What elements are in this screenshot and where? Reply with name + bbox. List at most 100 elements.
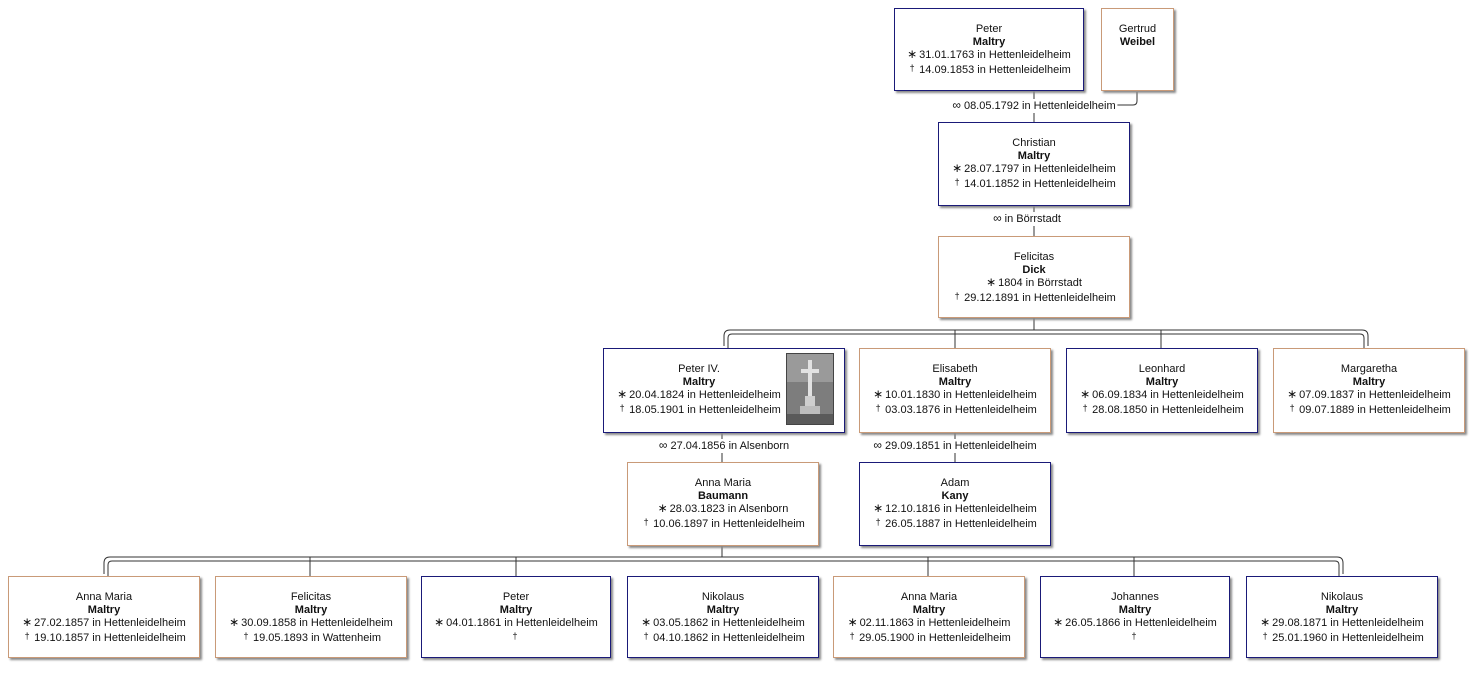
marriage-label: ∞29.09.1851 in Hettenleidelheim [871, 439, 1039, 453]
birth-line: ∗28.07.1797 in Hettenleidelheim [939, 162, 1129, 176]
birth-line: ∗07.09.1837 in Hettenleidelheim [1274, 388, 1464, 402]
person-card-margaretha-maltry[interactable]: Margaretha Maltry ∗07.09.1837 in Hettenl… [1273, 348, 1465, 433]
birth-icon: ∗ [873, 501, 884, 515]
death-line: †19.05.1893 in Wattenheim [216, 630, 406, 645]
first-name: Peter IV. [678, 363, 720, 375]
person-card-leonhard-maltry[interactable]: Leonhard Maltry ∗06.09.1834 in Hettenlei… [1066, 348, 1258, 433]
death-line: † 14.01.1852 in Hettenleidelheim [939, 176, 1129, 191]
death-date-place: 04.10.1862 in Hettenleidelheim [653, 631, 805, 644]
birth-line: ∗26.05.1866 in Hettenleidelheim [1041, 616, 1229, 630]
death-date-place: 03.03.1876 in Hettenleidelheim [885, 403, 1037, 416]
person-card-anna-maria-maltry-1863[interactable]: Anna Maria Maltry ∗02.11.1863 in Hettenl… [833, 576, 1025, 658]
last-name: Kany [941, 489, 969, 502]
death-date-place: 14.01.1852 in Hettenleidelheim [964, 177, 1116, 190]
person-card-anna-maria-maltry-1857[interactable]: Anna Maria Maltry ∗27.02.1857 in Hettenl… [8, 576, 200, 658]
birth-date-place: 06.09.1834 in Hettenleidelheim [1092, 389, 1244, 401]
gravestone-cross-photo[interactable] [786, 353, 834, 425]
birth-line: ∗02.11.1863 in Hettenleidelheim [834, 616, 1024, 630]
birth-date-place: 27.02.1857 in Hettenleidelheim [34, 617, 186, 629]
death-date-place: 26.05.1887 in Hettenleidelheim [885, 517, 1037, 530]
person-card-felicitas-maltry-1858[interactable]: Felicitas Maltry ∗30.09.1858 in Hettenle… [215, 576, 407, 658]
death-icon: † [954, 176, 960, 187]
first-name: Peter [975, 23, 1003, 35]
death-line: †09.07.1889 in Hettenleidelheim [1274, 402, 1464, 417]
birth-icon: ∗ [22, 615, 33, 629]
death-date-place: 09.07.1889 in Hettenleidelheim [1299, 403, 1451, 416]
first-name: Nikolaus [701, 591, 745, 603]
death-icon: † [643, 516, 649, 527]
death-icon: † [643, 630, 649, 641]
person-card-nikolaus-maltry-1862[interactable]: Nikolaus Maltry ∗03.05.1862 in Hettenlei… [627, 576, 819, 658]
birth-icon: ∗ [986, 275, 997, 289]
death-date-place: 19.10.1857 in Hettenleidelheim [34, 631, 186, 644]
birth-icon: ∗ [434, 615, 445, 629]
birth-date-place: 28.07.1797 in Hettenleidelheim [964, 163, 1116, 175]
birth-line: ∗03.05.1862 in Hettenleidelheim [628, 616, 818, 630]
last-name: Maltry [1145, 375, 1179, 388]
marriage-date-place: 08.05.1792 in Hettenleidelheim [963, 100, 1116, 112]
birth-date-place: 07.09.1837 in Hettenleidelheim [1299, 389, 1451, 401]
death-icon: † [243, 630, 249, 641]
marriage-date-place: 29.09.1851 in Hettenleidelheim [884, 440, 1037, 452]
death-date-place: 28.08.1850 in Hettenleidelheim [1092, 403, 1244, 416]
birth-date-place: 31.01.1763 in Hettenleidelheim [919, 49, 1071, 61]
first-name: Felicitas [290, 591, 332, 603]
last-name: Maltry [912, 603, 946, 616]
death-line: † [422, 630, 610, 645]
person-card-elisabeth-maltry[interactable]: Elisabeth Maltry ∗10.01.1830 in Hettenle… [859, 348, 1051, 433]
birth-line: ∗27.02.1857 in Hettenleidelheim [9, 616, 199, 630]
last-name: Weibel [1119, 35, 1156, 48]
death-line: † [1041, 630, 1229, 645]
birth-icon: ∗ [1287, 387, 1298, 401]
first-name: Elisabeth [932, 363, 978, 375]
person-card-peter-maltry-1861[interactable]: Peter Maltry ∗04.01.1861 in Hettenleidel… [421, 576, 611, 658]
birth-line: ∗29.08.1871 in Hettenleidelheim [1247, 616, 1437, 630]
marriage-label: ∞27.04.1856 in Alsenborn [656, 439, 792, 453]
first-name: Gertrud [1118, 23, 1157, 35]
death-line: † 04.10.1862 in Hettenleidelheim [628, 630, 818, 645]
marriage-icon: ∞ [952, 98, 961, 112]
last-name: Dick [1022, 263, 1046, 276]
birth-icon: ∗ [1260, 615, 1271, 629]
last-name: Maltry [1118, 603, 1152, 616]
person-card-nikolaus-maltry-1871[interactable]: Nikolaus Maltry ∗29.08.1871 in Hettenlei… [1246, 576, 1438, 658]
first-name: Leonhard [1138, 363, 1186, 375]
last-name: Maltry [294, 603, 328, 616]
person-card-felicitas-dick[interactable]: Felicitas Dick ∗1804 in Börrstadt †29.12… [938, 236, 1130, 318]
birth-icon: ∗ [617, 387, 628, 401]
birth-icon: ∗ [641, 615, 652, 629]
person-card-peter-maltry-1763[interactable]: Peter Maltry ∗31.01.1763 in Hettenleidel… [894, 8, 1084, 91]
birth-line: ∗28.03.1823 in Alsenborn [628, 502, 818, 516]
death-line: †18.05.1901 in Hettenleidelheim [604, 402, 794, 417]
death-line: † 26.05.1887 in Hettenleidelheim [860, 516, 1050, 531]
person-card-johannes-maltry-1866[interactable]: Johannes Maltry ∗26.05.1866 in Hettenlei… [1040, 576, 1230, 658]
person-card-gertrud-weibel[interactable]: Gertrud Weibel [1101, 8, 1174, 91]
death-line: †03.03.1876 in Hettenleidelheim [860, 402, 1050, 417]
birth-date-place: 04.01.1861 in Hettenleidelheim [446, 617, 598, 629]
birth-line: ∗1804 in Börrstadt [939, 276, 1129, 290]
first-name: Johannes [1111, 591, 1159, 603]
death-date-place: 25.01.1960 in Hettenleidelheim [1272, 631, 1424, 644]
birth-icon: ∗ [1053, 615, 1064, 629]
birth-line: ∗31.01.1763 in Hettenleidelheim [895, 48, 1083, 62]
birth-icon: ∗ [1080, 387, 1091, 401]
marriage-label: ∞in Börrstadt [991, 212, 1063, 226]
last-name: Maltry [1325, 603, 1359, 616]
person-card-adam-kany[interactable]: Adam Kany ∗12.10.1816 in Hettenleidelhei… [859, 462, 1051, 546]
last-name: Maltry [1352, 375, 1386, 388]
death-line: †25.01.1960 in Hettenleidelheim [1247, 630, 1437, 645]
birth-date-place: 1804 in Börrstadt [998, 277, 1082, 289]
death-line: †29.05.1900 in Hettenleidelheim [834, 630, 1024, 645]
birth-date-place: 29.08.1871 in Hettenleidelheim [1272, 617, 1424, 629]
person-card-anna-maria-baumann[interactable]: Anna Maria Baumann ∗28.03.1823 in Alsenb… [627, 462, 819, 546]
last-name: Maltry [938, 375, 972, 388]
death-icon: † [875, 516, 881, 527]
death-line: †14.09.1853 in Hettenleidelheim [895, 62, 1083, 77]
death-icon: † [1082, 402, 1088, 413]
birth-icon: ∗ [657, 501, 668, 515]
person-card-peter-iv-maltry[interactable]: Peter IV. Maltry ∗20.04.1824 in Hettenle… [603, 348, 845, 433]
birth-date-place: 28.03.1823 in Alsenborn [669, 503, 789, 515]
person-card-christian-maltry[interactable]: Christian Maltry ∗28.07.1797 in Hettenle… [938, 122, 1130, 206]
birth-icon: ∗ [952, 161, 963, 175]
